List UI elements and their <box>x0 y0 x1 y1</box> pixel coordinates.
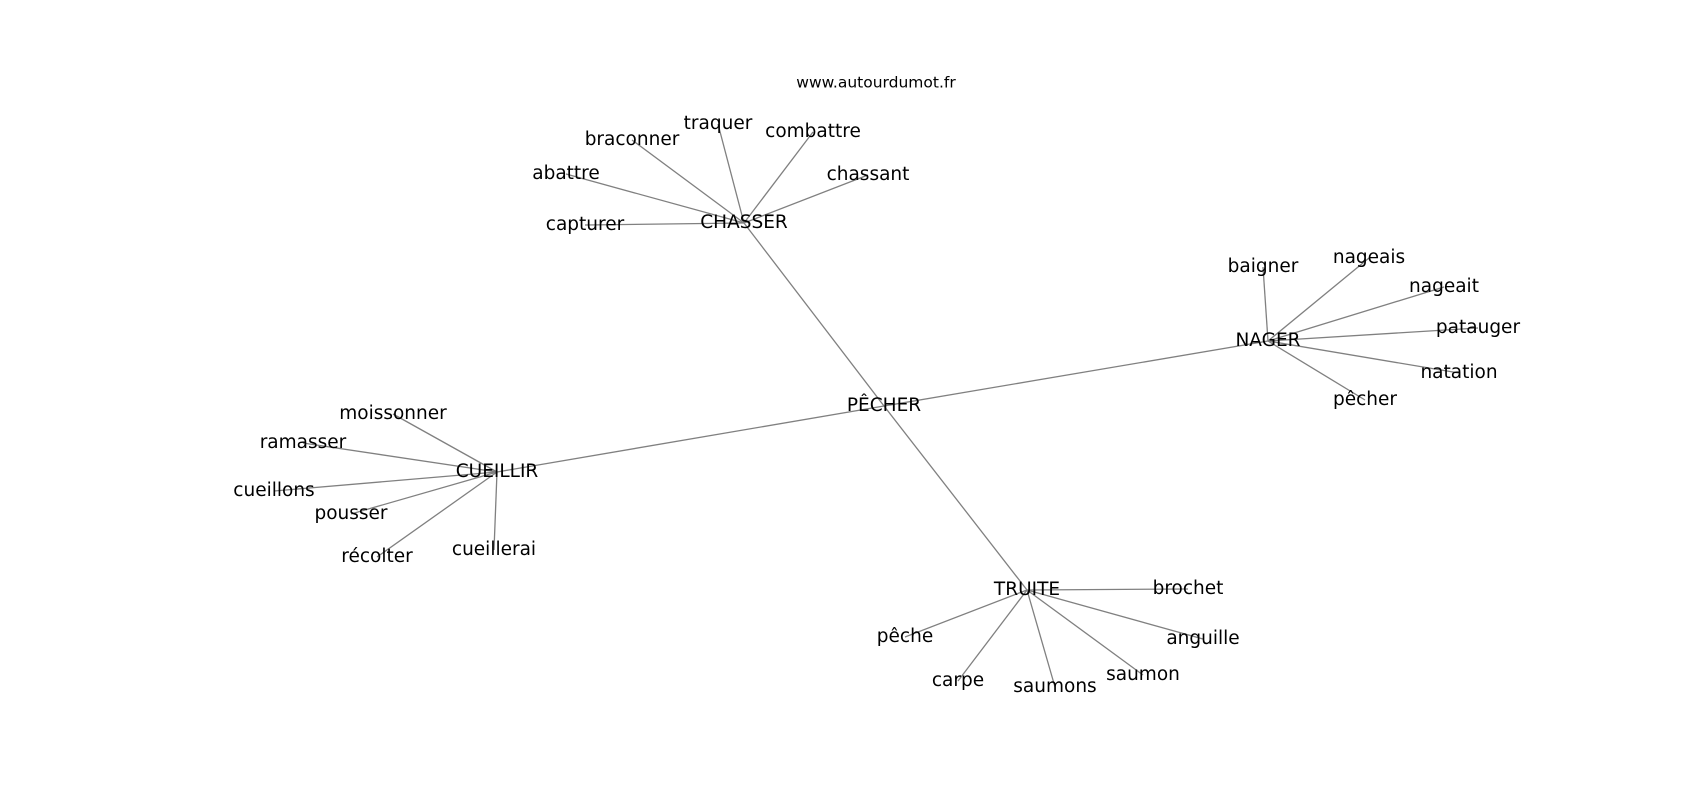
hub-node-label[interactable]: CHASSER <box>700 212 788 233</box>
edge-hub-to-leaf <box>1026 589 1204 640</box>
leaf-node-label[interactable]: natation <box>1420 362 1497 383</box>
site-url: www.autourdumot.fr <box>796 74 956 92</box>
edge-hub-to-leaf <box>584 222 745 226</box>
center-node-label[interactable]: PÊCHER <box>847 394 921 416</box>
edge-hub-to-leaf <box>565 173 745 224</box>
leaf-node-label[interactable]: saumons <box>1013 676 1096 697</box>
leaf-node-label[interactable]: moissonner <box>339 403 447 424</box>
hub-node-label[interactable]: TRUITE <box>993 579 1060 600</box>
edges-layer <box>273 123 1479 688</box>
leaf-node-label[interactable]: combattre <box>765 121 861 142</box>
leaf-node-label[interactable]: pêche <box>877 626 933 647</box>
leaf-node-label[interactable]: abattre <box>532 163 600 184</box>
leaf-node-label[interactable]: braconner <box>585 129 680 150</box>
leaf-node-label[interactable]: patauger <box>1436 317 1521 338</box>
edge-hub-to-leaf <box>376 471 498 558</box>
edge-hub-to-leaf <box>904 589 1028 638</box>
leaf-node-label[interactable]: récolter <box>341 546 413 567</box>
edge-hub-to-leaf <box>1026 589 1144 676</box>
edge-center-to-hub <box>743 222 885 407</box>
leaf-node-label[interactable]: traquer <box>684 113 753 134</box>
leaf-node-label[interactable]: baigner <box>1228 256 1299 277</box>
leaf-node-label[interactable]: carpe <box>932 670 984 691</box>
leaf-node-label[interactable]: saumon <box>1106 664 1180 685</box>
edge-hub-to-leaf <box>631 139 745 224</box>
hub-node-label[interactable]: NAGER <box>1235 330 1300 351</box>
leaf-node-label[interactable]: pêcher <box>1333 389 1397 410</box>
hub-node-label[interactable]: CUEILLIR <box>456 461 539 482</box>
edge-hub-to-leaf <box>1262 266 1269 342</box>
leaf-node-label[interactable]: chassant <box>827 164 910 185</box>
edge-hub-to-leaf <box>1267 257 1370 342</box>
leaf-node-label[interactable]: cueillons <box>233 480 314 501</box>
edge-hub-to-leaf <box>493 471 498 551</box>
edge-hub-to-leaf <box>1026 589 1056 688</box>
leaf-node-label[interactable]: cueillerai <box>452 539 536 560</box>
leaf-node-label[interactable]: capturer <box>546 214 625 235</box>
edge-hub-to-leaf <box>1267 340 1366 401</box>
leaf-node-label[interactable]: brochet <box>1153 578 1224 599</box>
leaf-node-label[interactable]: nageait <box>1409 276 1479 297</box>
leaf-node-label[interactable]: pousser <box>314 503 387 524</box>
labels-layer: PÊCHER CHASSER capturer abattre braconnertra… <box>233 113 1520 697</box>
edge-hub-to-leaf <box>1267 340 1460 374</box>
leaf-node-label[interactable]: ramasser <box>260 432 347 453</box>
edge-hub-to-leaf <box>957 589 1028 682</box>
edge-hub-to-leaf <box>273 471 498 492</box>
edge-center-to-hub <box>883 405 1028 591</box>
edge-center-to-hub <box>496 405 885 473</box>
edge-hub-to-leaf <box>743 174 869 224</box>
edge-hub-to-leaf <box>1267 327 1479 342</box>
edge-hub-to-leaf <box>1026 588 1189 591</box>
edge-hub-to-leaf <box>1267 286 1445 342</box>
leaf-node-label[interactable]: nageais <box>1333 247 1405 268</box>
leaf-node-label[interactable]: anguille <box>1166 628 1239 649</box>
edge-hub-to-leaf <box>743 131 814 224</box>
edge-hub-to-leaf <box>350 471 498 515</box>
edge-hub-to-leaf <box>717 123 745 224</box>
edge-hub-to-leaf <box>302 442 498 473</box>
edge-hub-to-leaf <box>392 413 498 473</box>
edge-center-to-hub <box>883 340 1269 407</box>
